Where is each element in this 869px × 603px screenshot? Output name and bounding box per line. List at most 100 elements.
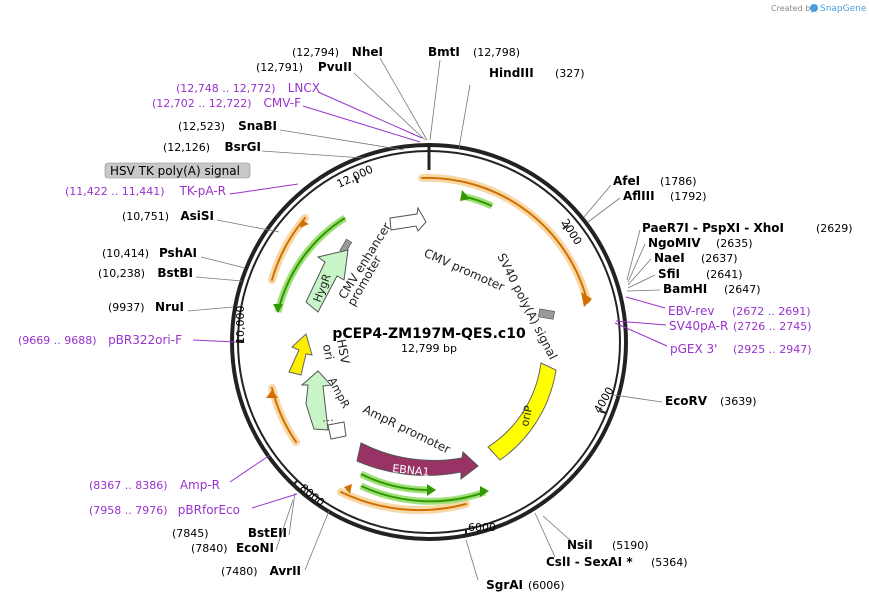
credit-text: Created by	[771, 4, 815, 13]
site-leader-line	[458, 84, 471, 149]
plasmid-size: 12,799 bp	[401, 342, 457, 355]
site-name: BmtI	[428, 45, 460, 59]
site-position: (10,751)	[122, 210, 169, 223]
ampr-promoter-label: AmpR promoter	[361, 402, 453, 456]
site-leader-line	[627, 243, 646, 283]
site-name: BsrGI	[224, 140, 261, 154]
site-leader-line	[279, 129, 405, 151]
site-leader-line	[379, 57, 428, 141]
hsv-tk-callout-text: HSV TK poly(A) signal	[110, 164, 240, 178]
site-name: SfiI	[658, 267, 680, 281]
site-position: (1792)	[670, 190, 707, 203]
ori-label: ori	[320, 343, 336, 361]
primer-range: (7958 .. 7976)	[89, 504, 168, 517]
primer-range: (2925 .. 2947)	[733, 343, 812, 356]
orip-label: oriP	[518, 404, 535, 428]
site-leader-line	[627, 274, 656, 289]
site-position: (7845)	[172, 527, 209, 540]
site-name: BstEII	[248, 526, 287, 540]
site-name: EcoNI	[236, 541, 274, 555]
site-position: (327)	[555, 67, 585, 80]
primer-name: Amp-R	[180, 478, 220, 492]
site-name: PaeR7I - PspXI - XhoI	[642, 221, 784, 235]
site-name: NheI	[352, 45, 383, 59]
primer-name: SV40pA-R	[669, 319, 728, 333]
site-name: BamHI	[663, 282, 707, 296]
site-position: (2629)	[816, 222, 853, 235]
site-leader-line	[261, 150, 365, 159]
site-position: (12,523)	[178, 120, 225, 133]
cmv-promoter-arrow	[389, 206, 427, 232]
ebna1-label: EBNA1	[392, 462, 430, 479]
tick-marks	[237, 175, 607, 537]
site-leader-line	[626, 289, 661, 292]
site-name: NsiI	[567, 538, 593, 552]
hsv-tk-callout-box	[104, 162, 251, 179]
site-name: SgrAI	[486, 578, 523, 592]
site-name: AsiSI	[180, 209, 214, 223]
ori-arrow	[288, 333, 313, 376]
site-leader-line	[583, 184, 612, 218]
site-leader-line	[626, 229, 641, 281]
site-leader-line	[304, 510, 330, 571]
tick-mark	[599, 410, 607, 414]
site-name: NgoMIV	[648, 236, 701, 250]
site-leader-line	[187, 306, 234, 312]
site-leader-line	[587, 197, 621, 223]
site-position: (12,791)	[256, 61, 303, 74]
site-leader-line	[627, 258, 652, 286]
leader-lines	[187, 57, 663, 581]
primer-leader-line	[229, 183, 299, 195]
site-name: HindIII	[489, 66, 534, 80]
site-position: (12,126)	[163, 141, 210, 154]
hsv-label: HSV	[334, 338, 352, 366]
sv40-polya-label: SV40 poly(A) signal	[494, 251, 560, 362]
green-feature-arcs	[274, 192, 494, 505]
primer-labels: LNCX(12,748 .. 12,772)CMV-F(12,702 .. 12…	[18, 81, 812, 517]
primer-leader-line	[317, 91, 423, 139]
site-leader-line	[465, 539, 479, 581]
site-position: (7480)	[221, 565, 258, 578]
hygr-arrow	[305, 249, 349, 313]
site-labels: NheI(12,794)BmtI(12,798)PvuII(12,791)Hin…	[98, 45, 853, 592]
site-position: (7840)	[191, 542, 228, 555]
site-name: BstBI	[157, 266, 193, 280]
tick-mark	[291, 480, 298, 487]
ampr-promoter-box	[327, 421, 347, 440]
site-position: (10,238)	[98, 267, 145, 280]
site-name: PvuII	[318, 60, 352, 74]
cmv-promoter-label: CMV promoter	[422, 246, 507, 294]
site-name: SnaBI	[238, 119, 277, 133]
primer-name: EBV-rev	[668, 304, 714, 318]
primer-leader-line	[625, 296, 666, 309]
primer-leader-line	[229, 454, 271, 483]
arc-arrowheads	[266, 190, 592, 497]
primer-name: CMV-F	[264, 96, 302, 110]
ampr-arrow	[300, 370, 335, 431]
site-position: (10,414)	[102, 247, 149, 260]
site-name: AflIII	[623, 189, 655, 203]
site-name: AfeI	[613, 174, 640, 188]
site-position: (3639)	[720, 395, 757, 408]
site-name: AvrII	[269, 564, 301, 578]
primer-leader-line	[251, 493, 298, 509]
primer-name: pBR322ori-F	[108, 333, 182, 347]
site-position: (9937)	[108, 301, 145, 314]
small-gray-box	[538, 308, 555, 320]
site-leader-line	[200, 256, 246, 269]
primer-range: (2672 .. 2691)	[732, 305, 811, 318]
site-name: NaeI	[654, 251, 685, 265]
site-leader-line	[288, 492, 296, 536]
tick-mark	[562, 224, 569, 230]
primer-range: (9669 .. 9688)	[18, 334, 97, 347]
ampr-label: AmpR	[325, 375, 352, 410]
site-leader-line	[195, 276, 243, 282]
site-leader-line	[613, 394, 663, 403]
site-position: (2641)	[706, 268, 743, 281]
site-position: (1786)	[660, 175, 697, 188]
primer-lines	[192, 91, 668, 509]
primer-leader-line	[192, 339, 237, 343]
orip-arrow	[487, 362, 557, 461]
primer-name: pBRforEco	[178, 503, 240, 517]
